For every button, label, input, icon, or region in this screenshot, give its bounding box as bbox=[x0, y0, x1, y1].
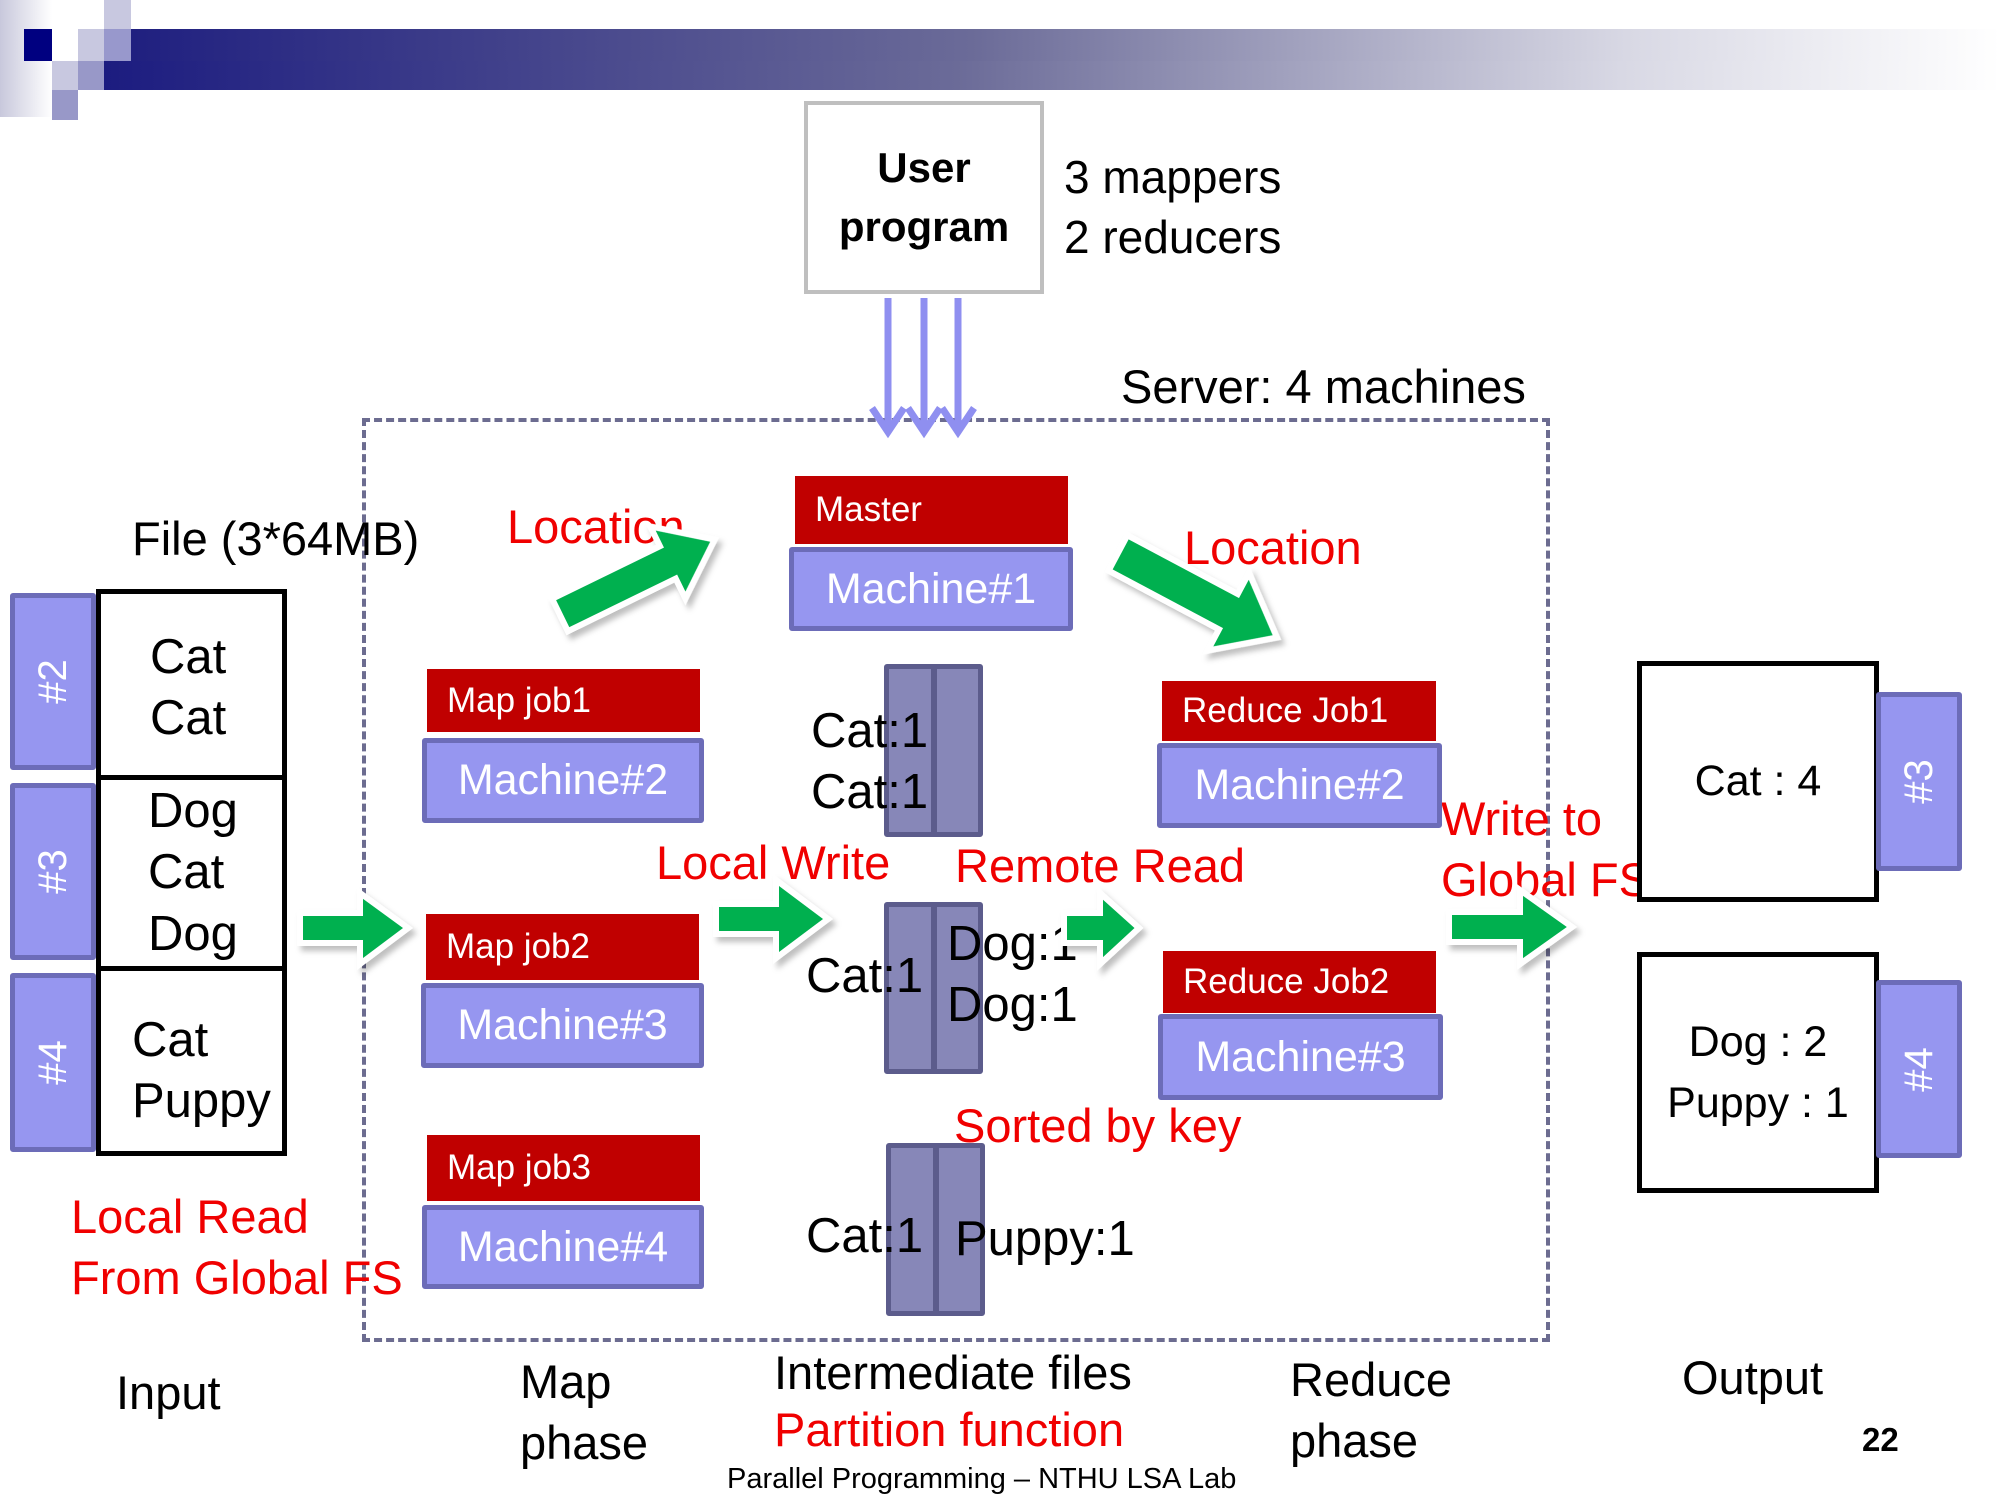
phase-intermediate: Intermediate files bbox=[774, 1346, 1132, 1399]
chunk-tab-2: #2 bbox=[10, 593, 96, 770]
sorted-by-key-label: Sorted by key bbox=[954, 1099, 1242, 1152]
output-file-1: Cat : 4 bbox=[1637, 661, 1879, 902]
reducers-count: 2 reducers bbox=[1064, 210, 1282, 263]
file2-left-entries: Cat:1 bbox=[806, 949, 924, 1003]
intermediate-file-1 bbox=[884, 664, 983, 837]
remote-read-arrow bbox=[1061, 886, 1144, 971]
intermediate-file-2 bbox=[884, 902, 983, 1074]
map-job3-label: Map job3 bbox=[427, 1135, 700, 1201]
location-arrow-right bbox=[1104, 531, 1282, 655]
file3-left-entries: Cat:1 bbox=[806, 1209, 924, 1263]
reduce-job2-machine: Machine#3 bbox=[1158, 1014, 1443, 1100]
server-label: Server: 4 machines bbox=[1121, 360, 1526, 413]
map-job3-machine: Machine#4 bbox=[422, 1205, 704, 1289]
reduce-job2-label: Reduce Job2 bbox=[1163, 951, 1436, 1013]
map-job1-machine: Machine#2 bbox=[422, 738, 704, 823]
map-job2-label: Map job2 bbox=[426, 914, 699, 980]
reduce-job1-machine: Machine#2 bbox=[1157, 743, 1442, 828]
location-arrow-left bbox=[548, 522, 720, 636]
chunk-tab-4: #4 bbox=[10, 973, 96, 1152]
local-write-arrow bbox=[713, 874, 833, 964]
user-program-line1: User bbox=[877, 143, 971, 191]
chunk-tab-3: #3 bbox=[10, 783, 96, 960]
user-arrow-1 bbox=[869, 298, 907, 439]
master-label: Master bbox=[795, 476, 1068, 544]
input-to-map-arrow bbox=[297, 887, 414, 970]
user-arrow-3 bbox=[939, 298, 977, 439]
intermediate-file-3 bbox=[886, 1143, 985, 1316]
remote-read-label: Remote Read bbox=[955, 839, 1245, 892]
file-label: File (3*64MB) bbox=[132, 512, 420, 565]
map-job2-machine: Machine#3 bbox=[421, 983, 704, 1068]
reduce-job1-label: Reduce Job1 bbox=[1162, 681, 1436, 741]
mappers-count: 3 mappers bbox=[1064, 151, 1282, 203]
file3-right-entries: Puppy:1 bbox=[955, 1212, 1135, 1266]
job-config: 3 mappers 2 reducers bbox=[1064, 148, 1281, 268]
phase-output: Output bbox=[1682, 1351, 1824, 1404]
user-program-box: User program bbox=[804, 101, 1044, 294]
page-number: 22 bbox=[1862, 1421, 1899, 1458]
master-machine: Machine#1 bbox=[789, 547, 1073, 631]
phase-input: Input bbox=[116, 1366, 221, 1419]
location-label-right: Location bbox=[1184, 521, 1362, 574]
map-job1-label: Map job1 bbox=[427, 669, 700, 732]
footer-title: Parallel Programming – NTHU LSA Lab bbox=[727, 1463, 1237, 1495]
input-file bbox=[96, 589, 287, 1156]
output-tab-3: #3 bbox=[1876, 692, 1962, 871]
user-program-line2: program bbox=[838, 202, 1010, 250]
partition-function-label: Partition function bbox=[774, 1403, 1125, 1456]
header-bar bbox=[104, 61, 2000, 90]
output-tab-4: #4 bbox=[1876, 980, 1962, 1158]
user-arrow-2 bbox=[905, 298, 943, 439]
write-output-arrow bbox=[1446, 884, 1578, 970]
